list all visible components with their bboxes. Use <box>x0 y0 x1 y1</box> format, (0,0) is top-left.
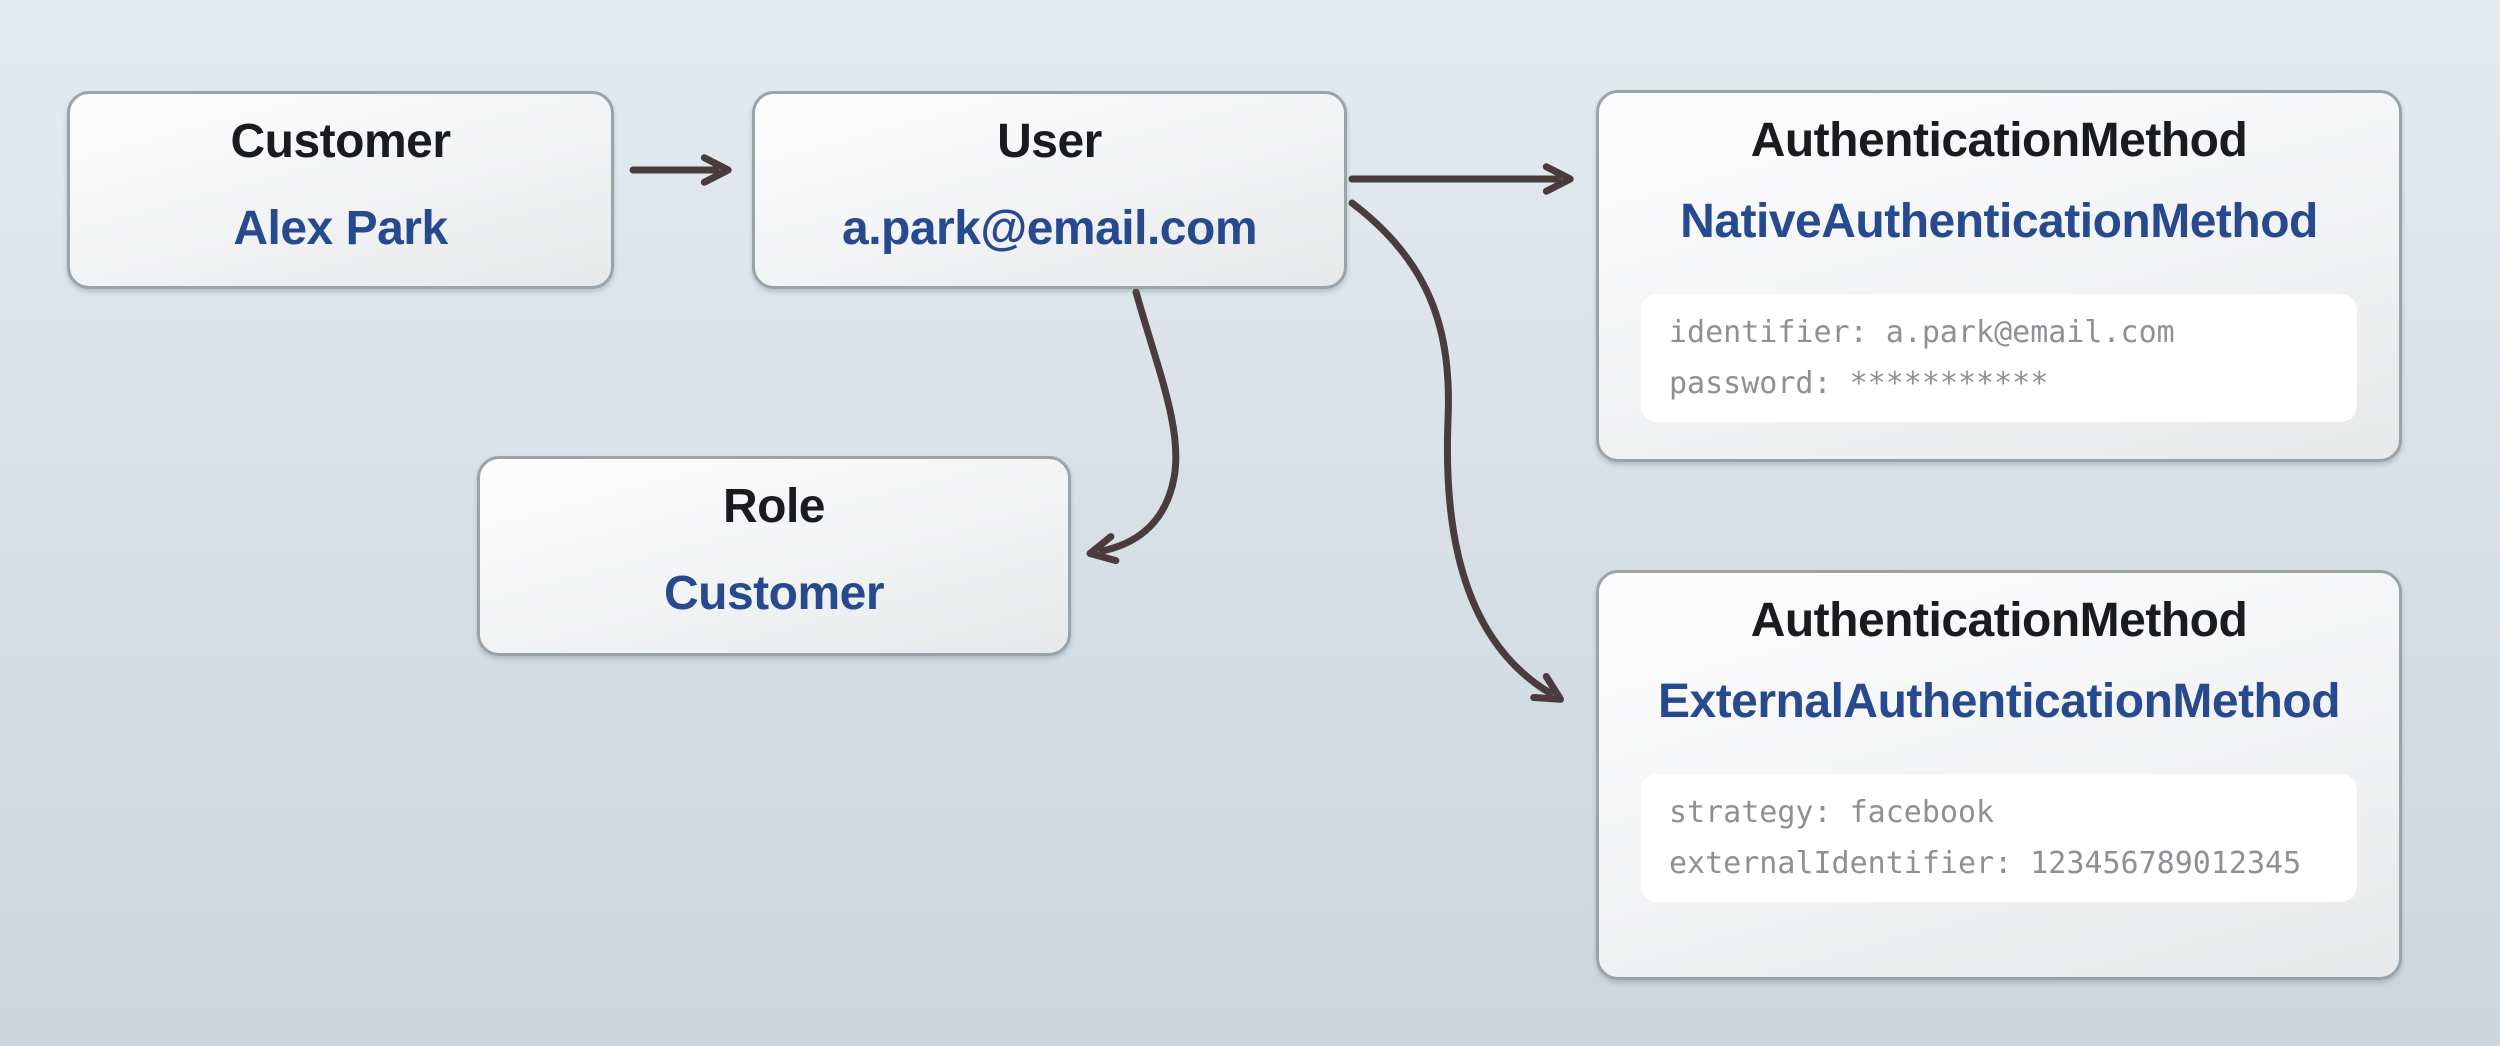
entity-value: Customer <box>663 567 885 620</box>
attribute-strategy: strategy: facebook <box>1669 795 1995 830</box>
attribute-identifier: identifier: a.park@email.com <box>1669 315 2175 350</box>
entity-type-label: Role <box>722 480 826 533</box>
node-user: User a.park@email.com <box>752 91 1347 289</box>
entity-value: a.park@email.com <box>842 202 1258 255</box>
edge-user-to-role-arrow <box>1086 288 1180 565</box>
node-native-authentication-method: AuthenticationMethod NativeAuthenticatio… <box>1596 90 2402 462</box>
node-customer: Customer Alex Park <box>67 91 614 289</box>
entity-type-label: AuthenticationMethod <box>1750 114 2248 167</box>
attributes-panel: identifier: a.park@email.com password: *… <box>1641 294 2357 422</box>
attribute-password: password: *********** <box>1669 366 2049 401</box>
node-role: Role Customer <box>477 456 1071 656</box>
entity-value: Alex Park <box>233 202 448 255</box>
attributes-panel: strategy: facebook externalIdentifier: 1… <box>1641 774 2357 902</box>
entity-type-label: Customer <box>230 115 451 168</box>
entity-value: ExternalAuthenticationMethod <box>1657 675 2341 728</box>
attribute-external-identifier: externalIdentifier: 123456789012345 <box>1669 846 2302 881</box>
edge-user-to-external-auth-arrow <box>1348 199 1565 703</box>
entity-value: NativeAuthenticationMethod <box>1680 195 2318 248</box>
entity-type-label: AuthenticationMethod <box>1750 594 2248 647</box>
node-external-authentication-method: AuthenticationMethod ExternalAuthenticat… <box>1596 570 2402 980</box>
entity-type-label: User <box>997 115 1102 168</box>
